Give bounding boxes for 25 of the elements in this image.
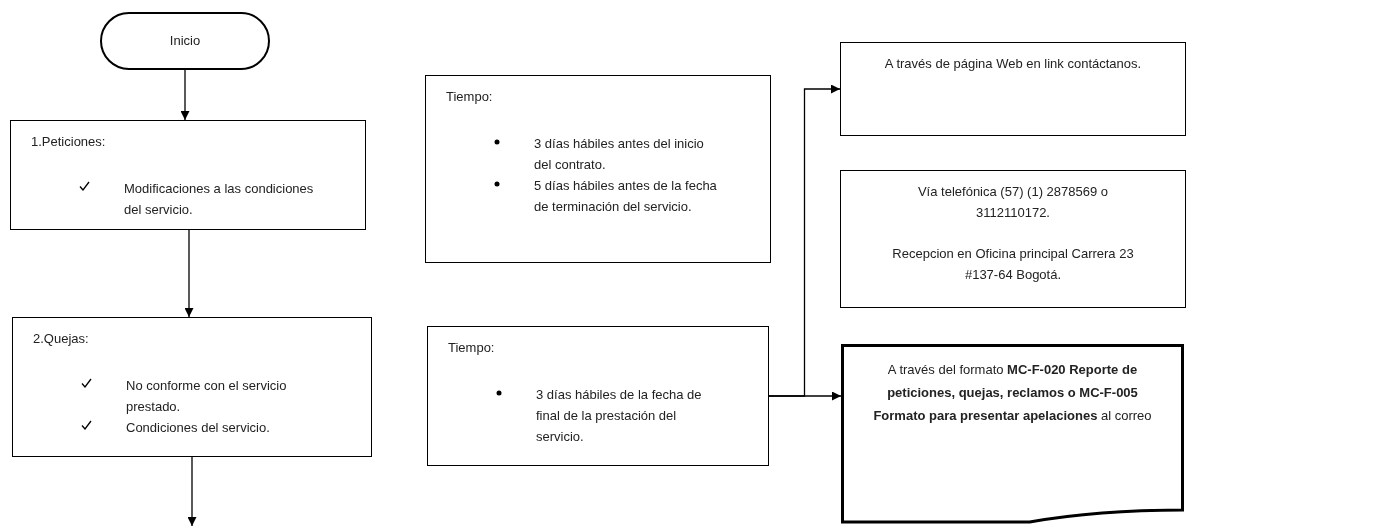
- process-box: [10, 120, 366, 230]
- list-item: Condiciones del servicio.: [126, 419, 270, 437]
- process-box: [840, 42, 1186, 136]
- box-heading: 2.Quejas:: [33, 331, 89, 346]
- list-item: Modificaciones a las condiciones del servicio.: [124, 180, 315, 219]
- box-heading: Tiempo:: [446, 89, 493, 104]
- process-box: [840, 170, 1186, 308]
- list-item: 3 días hábiles antes del inicio del contrato.: [534, 135, 705, 174]
- arrow: [768, 391, 842, 401]
- list-item: 3 días hábiles de la fecha de final de la prestación del servicio.: [536, 386, 703, 446]
- process-box: [427, 326, 769, 466]
- box-text: Vía telefónica (57) (1) 2878569 o 3112110172.: [916, 183, 1110, 222]
- process-box: [12, 317, 372, 457]
- start-terminal: Inicio: [100, 12, 270, 70]
- process-box: [425, 75, 771, 263]
- list-item: No conforme con el servicio prestado.: [126, 377, 288, 416]
- arrow: [180, 69, 190, 121]
- arrow: [187, 456, 197, 527]
- arrow: [184, 229, 194, 318]
- box-text: Recepcion en Oficina principal Carrera 23 #137-64 Bogotá.: [891, 245, 1135, 284]
- list-item: 5 días hábiles antes de la fecha de terminación del servicio.: [534, 177, 718, 216]
- box-heading: 1.Peticiones:: [31, 134, 106, 149]
- document-text: A través del formato MC-F-020 Reporte de peticiones, quejas, reclamos o MC-F-005 Formato para presentar apelaciones al correo: [873, 361, 1152, 425]
- box-text: A través de página Web en link contáctanos.: [884, 55, 1142, 73]
- box-heading: Tiempo:: [448, 340, 495, 355]
